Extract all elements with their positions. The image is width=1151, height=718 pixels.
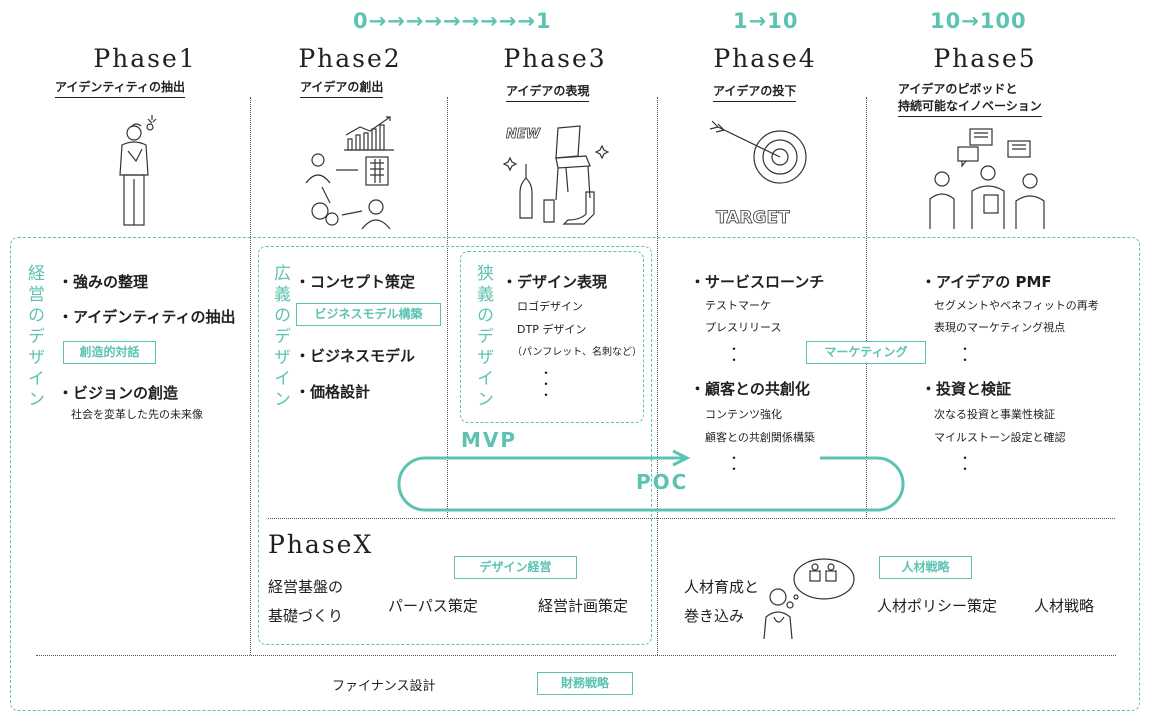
phasex-title: PhaseX	[268, 530, 373, 559]
sub-content-strengthening: コンテンツ強化	[705, 406, 782, 422]
tag-financial-strategy: 財務戦略	[537, 672, 633, 695]
range-10-to-100: 10→100	[930, 9, 1027, 33]
tag-business-model-building: ビジネスモデル構築	[296, 303, 441, 326]
hr-text-line2: 巻き込み	[684, 605, 744, 626]
sub-segment-benefit: セグメントやベネフィットの再考	[934, 297, 1099, 313]
item-purpose-planning: パーパス策定	[388, 595, 478, 616]
item-idea-pmf: ・アイデアの PMF	[921, 271, 1052, 292]
item-hr-strategy: 人材戦略	[1034, 595, 1094, 616]
sub-co-creation-relationship: 顧客との共創関係構築	[705, 429, 815, 445]
phase1-title: Phase1	[60, 44, 230, 73]
label-broad-design: 広義のデザイン	[268, 264, 293, 411]
item-hr-policy: 人材ポリシー策定	[877, 595, 997, 616]
item-strength-organization: ・強みの整理	[58, 271, 148, 292]
vision-description: 社会を変革した先の未来像	[71, 406, 203, 422]
mvp-label: MVP	[461, 428, 517, 452]
phase3-subtitle: アイデアの表現	[506, 84, 589, 102]
tag-design-management: デザイン経営	[454, 556, 577, 579]
sub-logo-design: ロゴデザイン	[517, 298, 583, 314]
target-icon: TARGET	[710, 115, 810, 230]
business-chart-network-icon	[300, 115, 400, 233]
label-narrow-design: 狭義のデザイン	[471, 264, 496, 411]
target-label: TARGET	[716, 208, 790, 228]
phasex-base-line2: 基礎づくり	[268, 605, 343, 626]
new-label: NEW	[506, 127, 541, 142]
item-price-design: ・価格設計	[295, 381, 370, 402]
phase2-subtitle: アイデアの創出	[300, 80, 383, 98]
item-design-expression: ・デザイン表現	[502, 271, 607, 292]
sub-milestone: マイルストーン設定と確認	[934, 429, 1065, 445]
item-identity-extraction: ・アイデンティティの抽出	[58, 306, 235, 327]
col5-ellipsis-1: ・ ・	[959, 344, 969, 366]
phase3-title: Phase3	[470, 44, 640, 73]
person-thinking-bubble-icon	[760, 553, 860, 643]
range-1-to-10: 1→10	[733, 9, 798, 33]
tag-hr-strategy: 人材戦略	[879, 556, 972, 579]
sub-test-marketing: テストマーケ	[705, 297, 771, 313]
item-vision-creation: ・ビジョンの創造	[58, 382, 178, 403]
team-discussion-icon	[928, 125, 1053, 230]
phase4-title: Phase4	[680, 44, 850, 73]
col3-ellipsis: ・ ・ ・	[540, 368, 550, 401]
poc-label: POC	[636, 470, 688, 494]
col4-ellipsis-1: ・ ・	[728, 344, 738, 366]
item-investment-verification: ・投資と検証	[921, 378, 1011, 399]
phase2-title: Phase2	[265, 44, 435, 73]
phase5-subtitle-line1: アイデアのピボッドと	[898, 81, 1017, 97]
item-business-model: ・ビジネスモデル	[295, 345, 415, 366]
phase5-title: Phase5	[900, 44, 1070, 73]
sub-next-investment: 次なる投資と事業性検証	[934, 406, 1055, 422]
tag-creative-dialogue: 創造的対話	[63, 341, 156, 364]
tag-marketing: マーケティング	[806, 341, 926, 364]
new-chair-bottle-icon: NEW	[500, 120, 615, 230]
item-management-planning: 経営計画策定	[538, 595, 628, 616]
item-concept-planning: ・コンセプト策定	[295, 271, 415, 292]
phase5-subtitle-line2: 持続可能なイノベーション	[898, 98, 1042, 117]
sub-dtp-design: DTP デザイン	[517, 321, 586, 337]
hr-text-line1: 人材育成と	[684, 576, 759, 597]
sub-press-release: プレスリリース	[705, 319, 781, 335]
col5-ellipsis-2: ・ ・	[959, 453, 969, 475]
range-0-to-1: 0→→→→→→→→→1	[353, 9, 552, 33]
item-co-creation: ・顧客との共創化	[690, 378, 810, 399]
sub-marketing-viewpoint: 表現のマーケティング視点	[934, 319, 1065, 335]
item-service-launch: ・サービスローンチ	[690, 271, 824, 292]
sub-pamphlet-cards: （パンフレット、名刺など）	[512, 343, 642, 358]
phase4-subtitle: アイデアの投下	[713, 84, 796, 102]
label-management-design: 経営のデザイン	[22, 264, 47, 411]
phase1-subtitle: アイデンティティの抽出	[55, 80, 185, 98]
thinking-person-icon	[108, 115, 168, 230]
finance-design: ファイナンス設計	[332, 675, 435, 694]
phasex-base-line1: 経営基盤の	[268, 576, 343, 597]
